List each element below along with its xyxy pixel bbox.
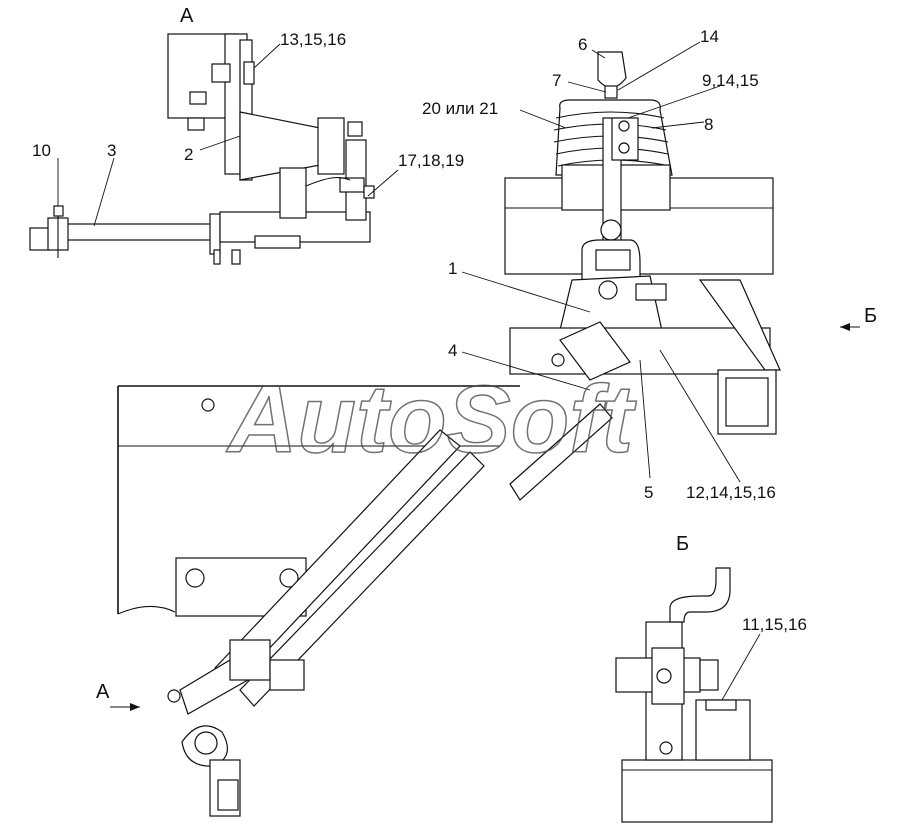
callout-14: 14: [700, 27, 719, 46]
view-a-arrow-label: А: [96, 681, 110, 703]
callout-labels: А 13,15,16 2 10 3 17,18,19 6 14 7 9,14,1…: [32, 5, 877, 703]
callout-6: 6: [578, 35, 587, 54]
view-b-detail: [615, 567, 773, 823]
shift-lever-assembly: [504, 51, 781, 501]
leader-lines: [57, 41, 860, 701]
callout-13-15-16: 13,15,16: [280, 30, 346, 49]
callout-3: 3: [107, 141, 116, 160]
callout-10: 10: [32, 141, 51, 160]
callout-1: 1: [448, 259, 457, 278]
view-b-title: Б: [676, 533, 689, 555]
callout-9-14-15: 9,14,15: [702, 71, 759, 90]
view-a-detail: [29, 33, 375, 265]
lower-linkage-assembly: [110, 385, 520, 817]
callout-8: 8: [704, 115, 713, 134]
callout-2: 2: [184, 145, 193, 164]
view-b-arrow-label: Б: [864, 305, 877, 327]
view-a-title: А: [180, 5, 194, 27]
callout-20-or-21: 20 или 21: [422, 99, 498, 118]
callout-17-18-19: 17,18,19: [398, 151, 464, 170]
callout-11-15-16: 11,15,16: [742, 615, 807, 634]
callout-4: 4: [448, 341, 457, 360]
callout-5: 5: [644, 483, 653, 502]
callout-7: 7: [552, 71, 561, 90]
watermark: AutoSoft: [226, 366, 637, 473]
callout-12-14-15-16: 12,14,15,16: [686, 483, 776, 502]
